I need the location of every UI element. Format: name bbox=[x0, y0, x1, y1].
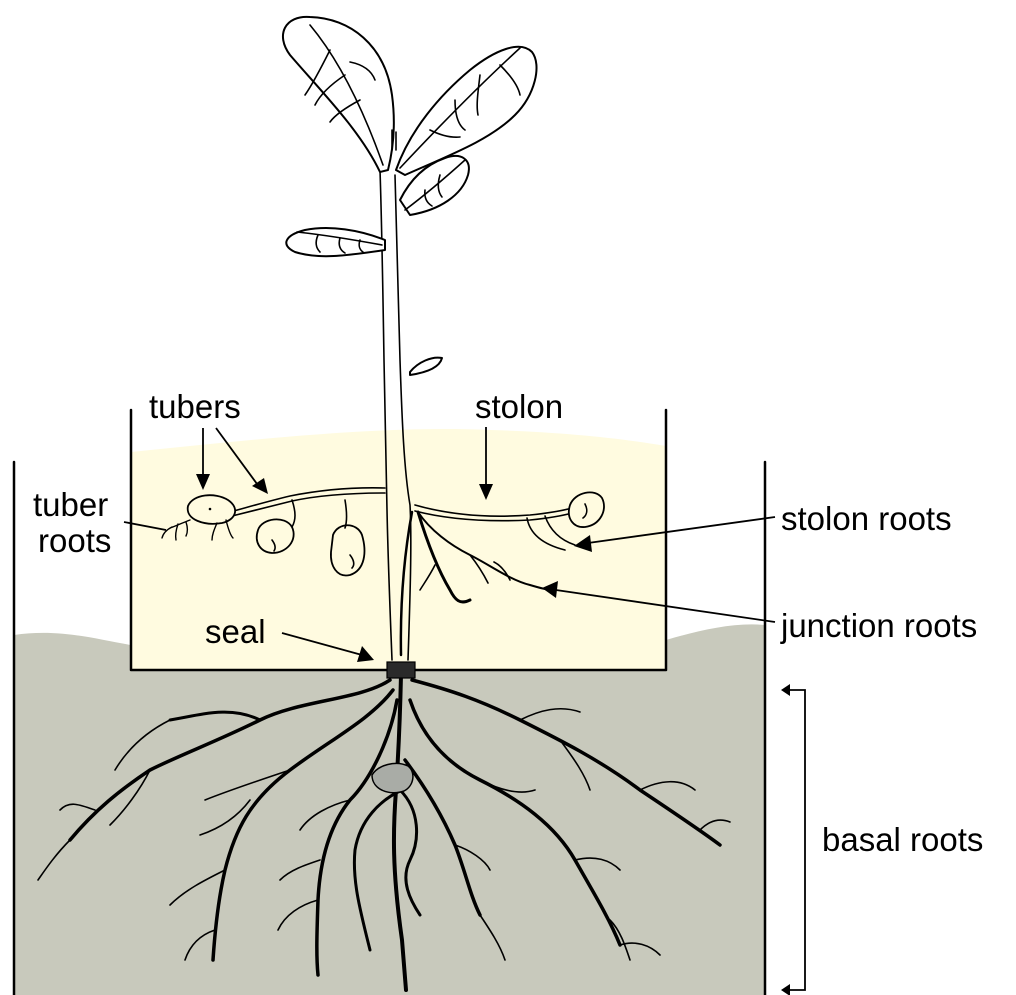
stone bbox=[372, 763, 413, 792]
label-stolon-roots: stolon roots bbox=[781, 500, 952, 537]
label-tuber-roots-line2: roots bbox=[38, 522, 111, 559]
label-basal-roots: basal roots bbox=[822, 821, 983, 858]
label-seal: seal bbox=[205, 613, 266, 650]
leaves bbox=[283, 17, 537, 375]
label-tubers: tubers bbox=[149, 388, 241, 425]
seal-block bbox=[387, 662, 415, 678]
label-junction-roots: junction roots bbox=[780, 607, 977, 644]
label-stolon: stolon bbox=[475, 388, 563, 425]
label-tuber-roots-line1: tuber bbox=[33, 486, 108, 523]
